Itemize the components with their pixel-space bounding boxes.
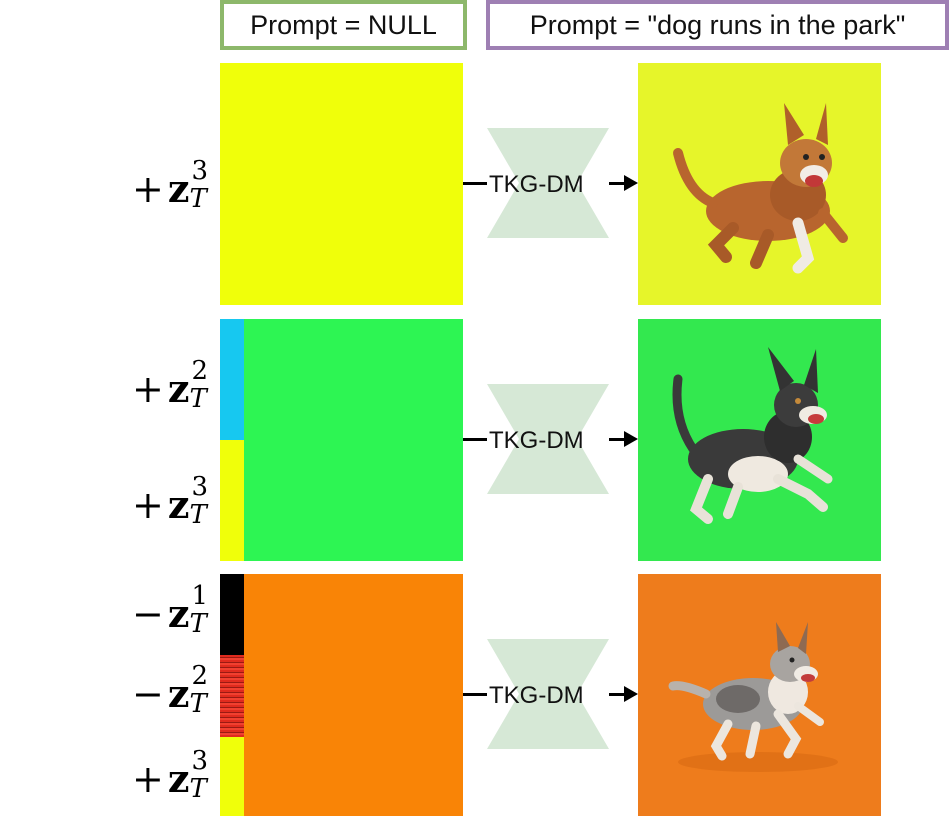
channel-sign: +: [132, 367, 164, 411]
tkg-dm-model-shape: [487, 128, 609, 238]
output-connector: [609, 438, 627, 441]
model-label: TKG-DM: [489, 682, 584, 709]
null-prompt-header: Prompt = NULL: [220, 0, 467, 50]
channel-sign: −: [132, 672, 164, 716]
text-prompt-header: Prompt = "dog runs in the park": [486, 0, 949, 50]
null-prompt-label: Prompt = NULL: [250, 9, 437, 40]
z-symbol: z: [167, 671, 190, 716]
channel-superscript: 3: [191, 156, 208, 186]
initial-noise-latent: [220, 574, 463, 816]
channel-superscript: 3: [191, 472, 208, 502]
channel-strip: [220, 440, 244, 561]
initial-noise-latent: [220, 319, 463, 561]
channel-subscript: T: [189, 689, 207, 719]
arrow-head: [624, 686, 638, 702]
z-symbol: z: [167, 366, 190, 411]
channel-subscript: T: [189, 609, 207, 639]
channel-superscript: 2: [191, 356, 208, 386]
input-connector: [463, 182, 487, 185]
channel-sign: −: [132, 592, 164, 636]
merle-dog-icon: [668, 622, 838, 772]
channel-sign: +: [132, 757, 164, 801]
channel-strip: [220, 319, 244, 440]
tan-dog-icon: [673, 103, 848, 274]
channel-strip: [220, 574, 244, 655]
arrow-head: [624, 431, 638, 447]
channel-subscript: T: [189, 774, 207, 804]
z-symbol: z: [167, 166, 190, 211]
channel-sign: +: [132, 483, 164, 527]
text-prompt-label: Prompt = "dog runs in the park": [529, 9, 906, 40]
generated-image: [638, 574, 881, 816]
generated-image: [638, 319, 881, 561]
arrow-head: [624, 175, 638, 191]
output-connector: [609, 182, 627, 185]
channel-strip: [220, 737, 244, 816]
channel-superscript: 2: [191, 661, 208, 691]
model-label: TKG-DM: [489, 427, 584, 454]
z-symbol: z: [167, 756, 190, 801]
z-symbol: z: [167, 591, 190, 636]
output-connector: [609, 693, 627, 696]
channel-strip: [220, 655, 244, 737]
tkg-dm-model-shape: [487, 639, 609, 749]
channel-subscript: T: [189, 384, 207, 414]
initial-noise-latent: [220, 63, 463, 305]
tkg-dm-model-shape: [487, 384, 609, 494]
input-connector: [463, 438, 487, 441]
model-label: TKG-DM: [489, 171, 584, 198]
input-connector: [463, 693, 487, 696]
channel-subscript: T: [189, 184, 207, 214]
z-symbol: z: [167, 482, 190, 527]
channel-superscript: 1: [191, 581, 208, 611]
channel-subscript: T: [189, 500, 207, 530]
generated-image: [638, 63, 881, 305]
tricolor-dog-icon: [672, 347, 833, 524]
channel-sign: +: [132, 167, 164, 211]
channel-superscript: 3: [191, 746, 208, 776]
